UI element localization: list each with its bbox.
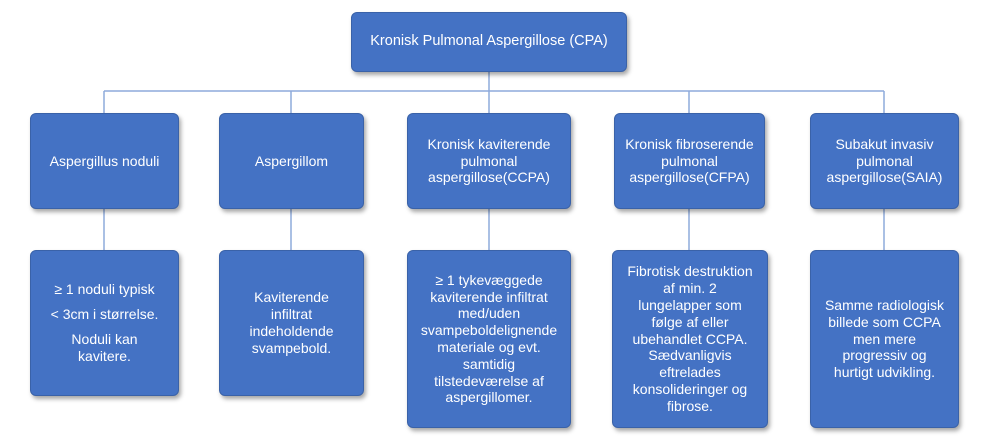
detail-node-ccpa: ≥ 1 tykevæggede kaviterende infiltrat me…: [407, 250, 571, 428]
root-label: Kronisk Pulmonal Aspergillose (CPA): [370, 33, 608, 50]
title-node-aspergillus-noduli: Aspergillus noduli: [30, 113, 179, 209]
detail-text: ≥ 1 tykevæggede kaviterende infiltrat me…: [420, 271, 558, 406]
title-node-saia: Subakut invasiv pulmonal aspergillose(SA…: [810, 113, 959, 209]
detail-text: Samme radiologisk billede som CCPA men m…: [824, 297, 945, 381]
title-node-cfpa: Kronisk fibroserende pulmonal aspergillo…: [614, 113, 765, 209]
title-node-ccpa: Kronisk kaviterende pulmonal aspergillos…: [407, 113, 571, 209]
detail-text: Fibrotisk destruktion af min. 2 lungelap…: [627, 263, 753, 414]
detail-node-aspergillom: Kaviterende infiltrat indeholdende svamp…: [219, 250, 364, 396]
detail-text: ≥ 1 noduli typisk: [54, 281, 155, 298]
title-label: Subakut invasiv pulmonal aspergillose(SA…: [826, 135, 943, 186]
title-node-aspergillom: Aspergillom: [219, 113, 364, 209]
detail-text: Kaviterende infiltrat indeholdende svamp…: [249, 289, 334, 356]
detail-node-saia: Samme radiologisk billede som CCPA men m…: [810, 250, 959, 428]
title-label: Kronisk kaviterende pulmonal aspergillos…: [427, 135, 551, 186]
detail-node-cfpa: Fibrotisk destruktion af min. 2 lungelap…: [612, 250, 768, 428]
title-label: Aspergillom: [254, 152, 329, 169]
title-label: Aspergillus noduli: [49, 152, 160, 169]
title-label: Kronisk fibroserende pulmonal aspergillo…: [625, 135, 754, 186]
detail-node-aspergillus-noduli: ≥ 1 noduli typisk < 3cm i størrelse. Nod…: [30, 250, 179, 396]
root-node: Kronisk Pulmonal Aspergillose (CPA): [351, 12, 627, 72]
detail-text: < 3cm i størrelse.: [50, 306, 159, 323]
detail-text: Noduli kan kavitere.: [71, 331, 138, 364]
